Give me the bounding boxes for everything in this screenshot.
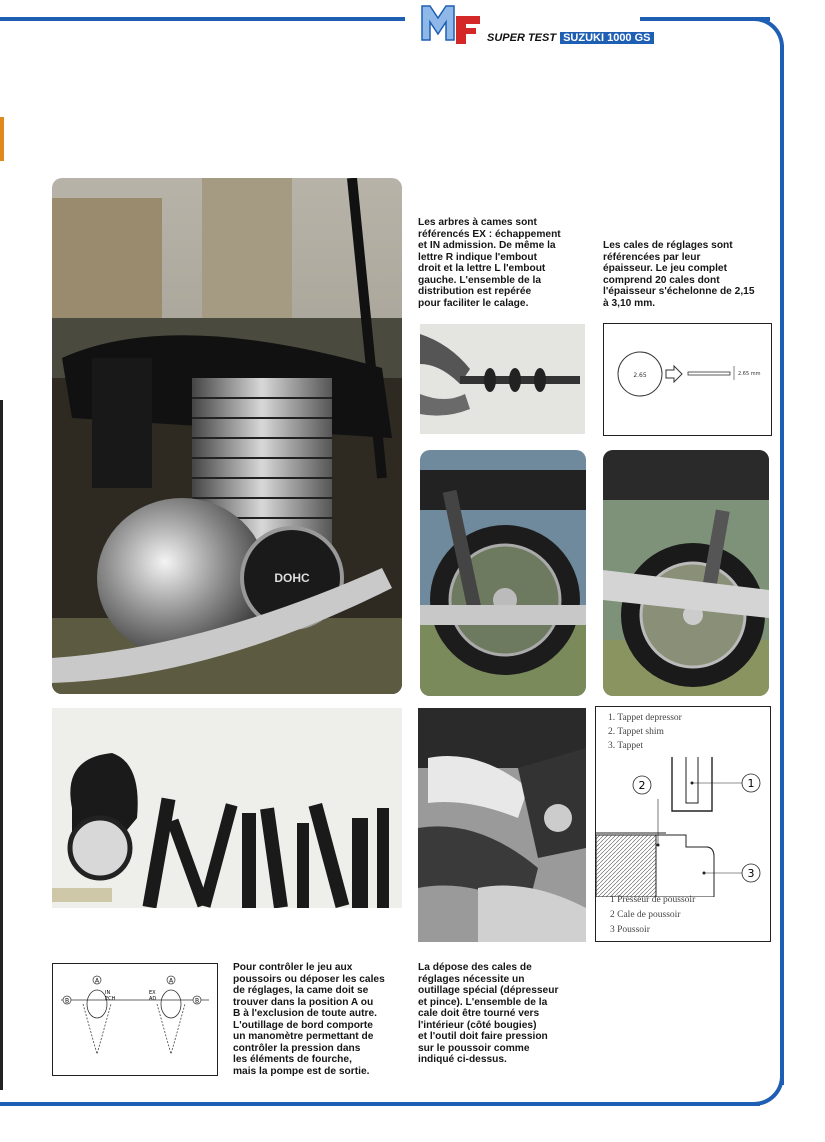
svg-text:IN: IN <box>105 990 110 996</box>
tools-photo <box>52 708 402 908</box>
shim-dim-label: 2.65 mm <box>738 371 761 377</box>
frame-right-line <box>780 45 784 1085</box>
shim-removal-photo <box>418 708 586 942</box>
frame-corner-top-right <box>750 17 784 51</box>
shim-diagram: 2.65 2.65 mm <box>603 323 772 436</box>
rear-shock-photo-left <box>420 450 586 696</box>
callout-1: 1 <box>748 777 755 790</box>
svg-text:ECH: ECH <box>105 996 116 1002</box>
model-label: SUZUKI 1000 GS <box>560 32 654 44</box>
svg-text:A: A <box>169 978 174 985</box>
camshaft-photo <box>420 324 585 434</box>
svg-text:EX: EX <box>149 990 156 996</box>
shim-circle-label: 2.65 <box>633 372 647 379</box>
rear-shock-photo-right <box>603 450 769 696</box>
mf-logo: MF <box>418 2 484 46</box>
engine-photo: DOHC <box>52 178 402 694</box>
callout-2: 2 <box>639 779 646 792</box>
callout-3: 3 <box>748 867 755 880</box>
frame-top-line-right <box>640 17 770 21</box>
svg-text:MF: MF <box>458 13 460 15</box>
left-edge-bar <box>0 400 3 1090</box>
frame-corner-bottom-right <box>750 1072 784 1106</box>
cam-position-diagram: A B A B IN ECH EX AD <box>52 963 218 1076</box>
svg-text:A: A <box>95 978 100 985</box>
frame-bottom-line <box>0 1102 760 1106</box>
svg-text:B: B <box>195 998 199 1005</box>
frame-top-line <box>0 17 405 21</box>
svg-text:B: B <box>65 998 69 1005</box>
tappet-legend-en: 1. Tappet depressor 2. Tappet shim 3. Ta… <box>608 713 682 751</box>
dohc-badge: DOHC <box>274 571 310 585</box>
tappet-diagram: 1. Tappet depressor 2. Tappet shim 3. Ta… <box>595 706 771 942</box>
svg-text:AD: AD <box>149 996 156 1002</box>
super-test-label: SUPER TEST <box>487 32 557 44</box>
left-accent-bar <box>0 117 4 161</box>
tappet-legend-fr: 1 Presseur de poussoir 2 Cale de poussoi… <box>610 895 696 935</box>
